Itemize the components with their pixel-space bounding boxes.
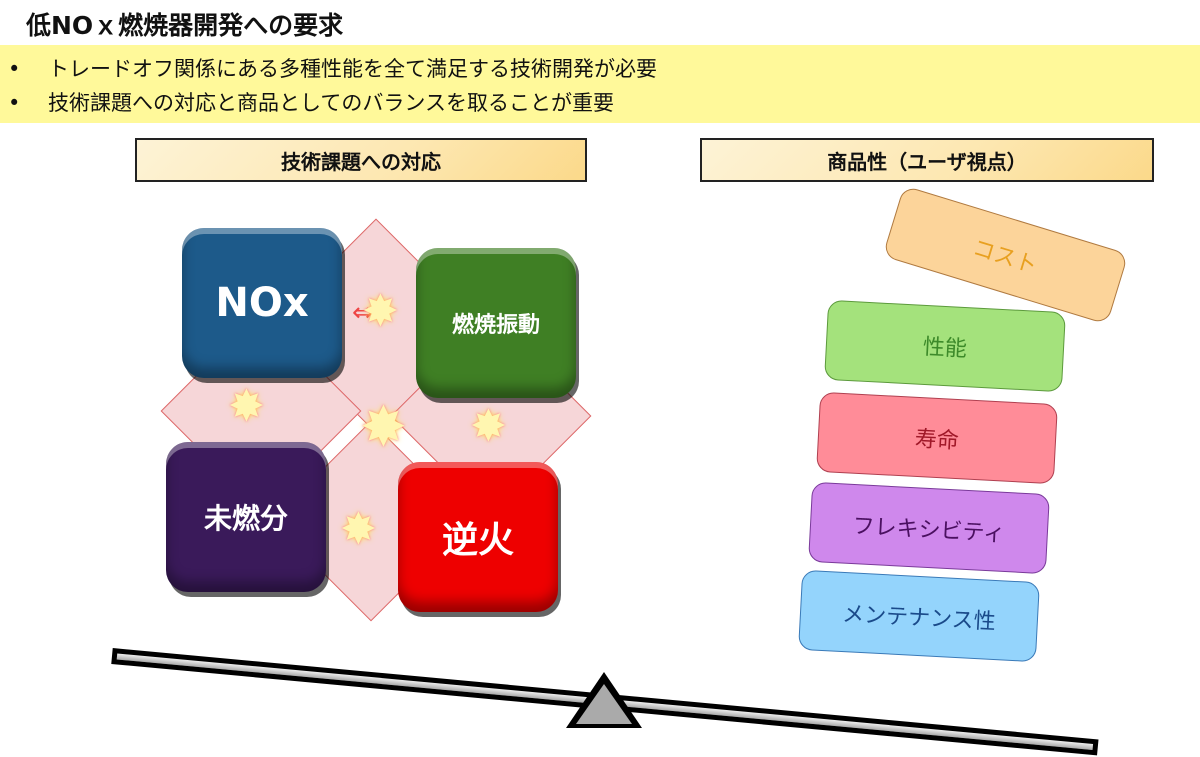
burst-icon: ✸ <box>228 381 265 432</box>
bullet-text: トレードオフ関係にある多種性能を全て満足する技術開発が必要 <box>48 57 657 81</box>
card-performance: 性能 <box>824 299 1066 393</box>
bullet-marker: • <box>8 91 21 115</box>
card-label: コスト <box>969 235 1040 279</box>
tile-nox: NOx <box>182 228 342 378</box>
card-label: 性能 <box>922 334 968 363</box>
tile-label: 未燃分 <box>203 502 288 535</box>
tile-flashback: 逆火 <box>398 462 558 612</box>
bullet-item: • 技術課題への対応と商品としてのバランスを取ることが重要 <box>8 87 614 117</box>
scale-fulcrum-fill <box>576 684 632 724</box>
burst-icon: ✸ <box>340 504 377 555</box>
card-flexibility: フレキシビティ <box>808 481 1050 575</box>
tech-challenges-header: 技術課題への対応 <box>135 138 587 182</box>
tile-combustion-oscillation: 燃焼振動 <box>416 248 576 398</box>
bullet-marker: • <box>8 57 21 81</box>
page-title: 低NOｘ燃焼器開発への要求 <box>26 11 344 40</box>
card-label: 寿命 <box>914 426 960 455</box>
card-maintainability: メンテナンス性 <box>798 569 1040 663</box>
summary-band: • トレードオフ関係にある多種性能を全て満足する技術開発が必要 • 技術課題への対応… <box>0 45 1200 123</box>
bullet-text: 技術課題への対応と商品としてのバランスを取ることが重要 <box>48 91 614 115</box>
tile-label: NOx <box>215 280 309 326</box>
card-lifespan: 寿命 <box>816 391 1058 485</box>
burst-icon: ✸ <box>362 286 399 337</box>
bullet-item: • トレードオフ関係にある多種性能を全て満足する技術開発が必要 <box>8 53 657 83</box>
tile-unburned: 未燃分 <box>166 442 326 592</box>
tile-label: 燃焼振動 <box>451 313 540 338</box>
burst-icon: ✸ <box>360 395 407 460</box>
card-label: メンテナンス性 <box>841 601 997 635</box>
burst-icon: ✸ <box>470 401 507 452</box>
double-arrow-icon: ⇔ <box>352 298 374 328</box>
tile-label: 逆火 <box>441 520 514 561</box>
card-label: フレキシビティ <box>851 514 1006 547</box>
marketability-header: 商品性（ユーザ視点） <box>700 138 1154 182</box>
